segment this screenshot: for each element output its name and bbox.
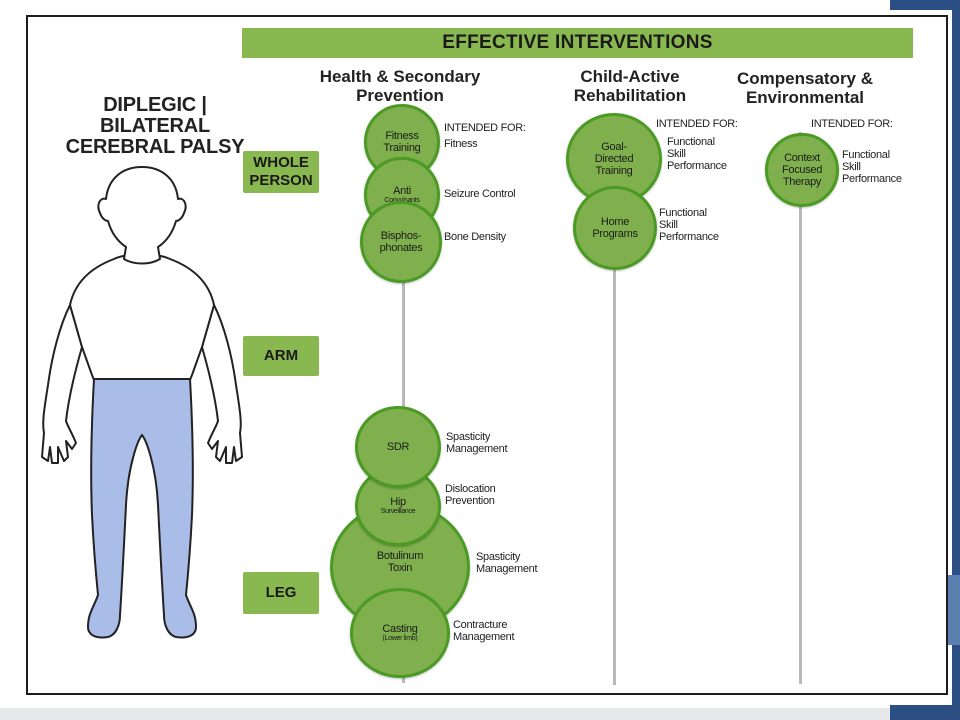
diagram-title: DIPLEGIC | BILATERAL CEREBRAL PALSY: [65, 94, 245, 158]
intended-for-health: INTENDED FOR:: [444, 122, 526, 134]
torso-outline: [69, 253, 215, 381]
column-heading-compensatory: Compensatory & Environmental: [710, 69, 900, 107]
column-heading-compensatory-line2: Environmental: [745, 88, 865, 107]
column-heading-health-line2: Prevention: [356, 86, 444, 105]
column-heading-child-active: Child-Active Rehabilitation: [540, 67, 720, 105]
column-heading-health-line1: Health & Secondary: [319, 67, 481, 86]
stem-compensatory: [799, 132, 802, 684]
slide-edge-bottom-right: [890, 705, 960, 720]
purpose-bisphosphonates: Bone Density: [444, 231, 506, 243]
purpose-fitness: Fitness: [444, 138, 478, 150]
row-label-whole-line2: PERSON: [249, 172, 313, 189]
slide-edge-bottom: [0, 708, 890, 720]
intended-for-child-active: INTENDED FOR:: [656, 118, 738, 130]
left-arm-outline: [41, 304, 83, 464]
child-body-figure: [41, 166, 243, 639]
right-arm-outline: [201, 304, 243, 464]
affected-legs: [87, 378, 197, 639]
slide-edge-right-panel: [947, 575, 960, 645]
row-label-whole-line1: WHOLE: [253, 154, 309, 171]
intervention-bisphosphonates: Bisphos-phonates: [360, 201, 442, 283]
head-outline: [97, 166, 187, 265]
purpose-anticonvulsants: Seizure Control: [444, 188, 516, 200]
column-heading-child-active-line1: Child-Active: [580, 67, 680, 86]
row-label-leg: LEG: [243, 572, 319, 614]
stem-child-active: [613, 120, 616, 685]
effective-interventions-banner: EFFECTIVE INTERVENTIONS: [242, 28, 913, 58]
slide-edge-right: [952, 0, 960, 720]
column-heading-health: Health & Secondary Prevention: [300, 67, 500, 105]
intervention-casting: Casting(Lower limb): [350, 588, 450, 678]
row-label-arm: ARM: [243, 336, 319, 376]
slide-edge-top-right: [890, 0, 960, 10]
intended-for-compensatory: INTENDED FOR:: [811, 118, 893, 130]
intervention-sdr: SDR: [355, 406, 441, 488]
column-heading-child-active-line2: Rehabilitation: [573, 86, 687, 105]
row-label-whole-person: WHOLE PERSON: [243, 151, 319, 193]
column-heading-compensatory-line1: Compensatory &: [736, 69, 874, 88]
